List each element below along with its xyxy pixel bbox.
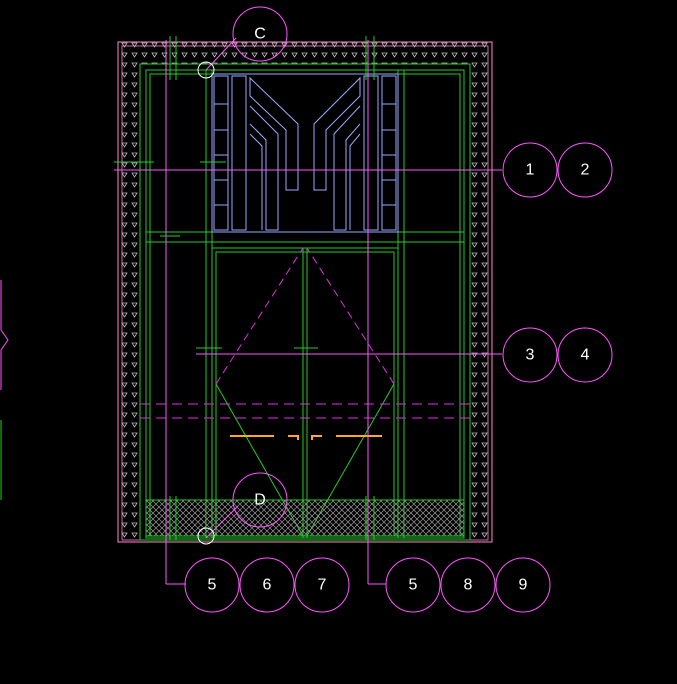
callout-label-8: 8 [464,577,473,594]
detail-label-c: C [254,26,266,43]
door-leaves [211,247,399,539]
leader-lines [114,37,502,585]
callout-label-7: 7 [318,577,327,594]
callout-label-6: 6 [263,577,272,594]
callout-label-4: 4 [581,347,590,364]
callout-label-5-right: 5 [409,577,418,594]
callout-1: 1 [502,142,558,198]
callout-label-2: 2 [581,162,590,179]
callout-label-9: 9 [519,577,528,594]
dimension-ticks [114,36,375,540]
door-handles [230,435,382,440]
callout-6: 6 [239,557,295,613]
callout-5-left: 5 [184,557,240,613]
left-edge-fragment [0,280,9,500]
callout-8: 8 [440,557,496,613]
callout-label-3: 3 [526,347,535,364]
hidden-rail [140,403,470,419]
callout-label-5-left: 5 [208,577,217,594]
callout-5-right: 5 [385,557,441,613]
callout-9: 9 [495,557,551,613]
callout-3: 3 [502,327,558,383]
callout-7: 7 [294,557,350,613]
swing-lines [215,247,395,385]
transom-grille [211,73,399,233]
detail-marker-d: D [197,472,288,545]
detail-label-d: D [254,492,266,509]
detail-marker-c: C [197,6,288,79]
callout-4: 4 [557,327,613,383]
callout-2: 2 [557,142,613,198]
callout-label-1: 1 [526,162,535,179]
kickplate [145,499,465,537]
